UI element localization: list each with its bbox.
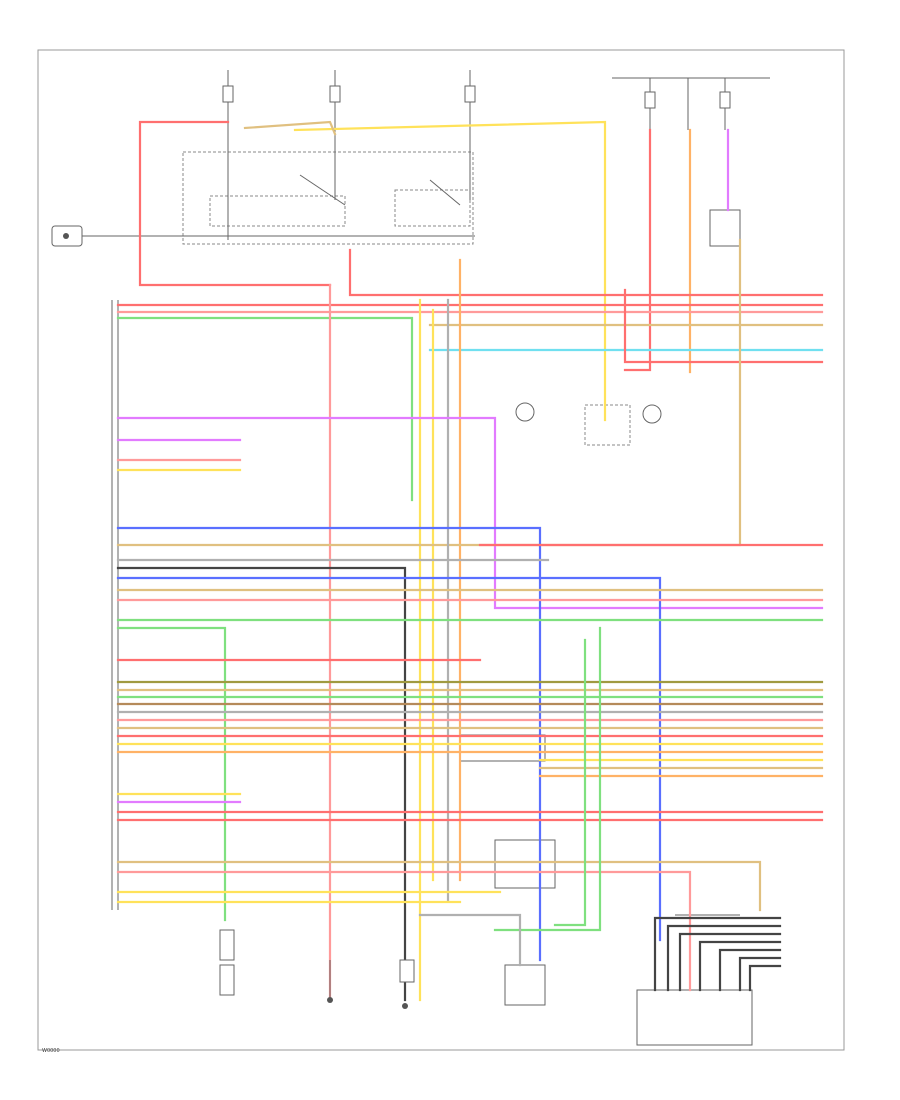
wire-red-h7: [623, 288, 824, 364]
wire-layer: [116, 120, 824, 1002]
diagram-code: W0000: [42, 1048, 60, 1054]
wire-green-h20: [116, 626, 227, 922]
wire-pink-h40: [116, 870, 692, 992]
wire-black-bundle-4: [698, 940, 782, 992]
wire-gray-lower: [418, 913, 522, 967]
wire-red-top: [138, 120, 332, 287]
wire-green-loop2: [493, 626, 602, 932]
wire-black-bundle-7: [748, 964, 782, 992]
wire-green-h4: [116, 316, 414, 502]
wire-red-h1: [348, 248, 824, 297]
wire-tan-h39: [116, 860, 762, 912]
wire-black-h15: [116, 566, 407, 1002]
wire-tan-top: [243, 120, 337, 136]
top-fuse-group: [222, 70, 770, 150]
bottom-connectors: [219, 929, 415, 1009]
wire-black-bundle-1: [653, 916, 782, 992]
wire-black-bundle-3: [678, 932, 782, 992]
wire-black-bundle-5: [718, 948, 782, 992]
relay-box: [60, 150, 475, 245]
wire-black-bundle-6: [738, 956, 782, 992]
left-connector: [51, 225, 83, 247]
diagram-frame: [37, 49, 845, 1051]
right-components: [459, 209, 753, 1046]
wire-blue-h12: [116, 526, 542, 962]
wire-green-loop: [553, 638, 587, 927]
wire-violet-h8: [116, 416, 824, 610]
wire-red-right: [623, 128, 652, 372]
wire-yellow-top: [293, 120, 607, 422]
pcm-pin-column: [111, 300, 119, 910]
wire-black-bundle-2: [666, 924, 782, 992]
